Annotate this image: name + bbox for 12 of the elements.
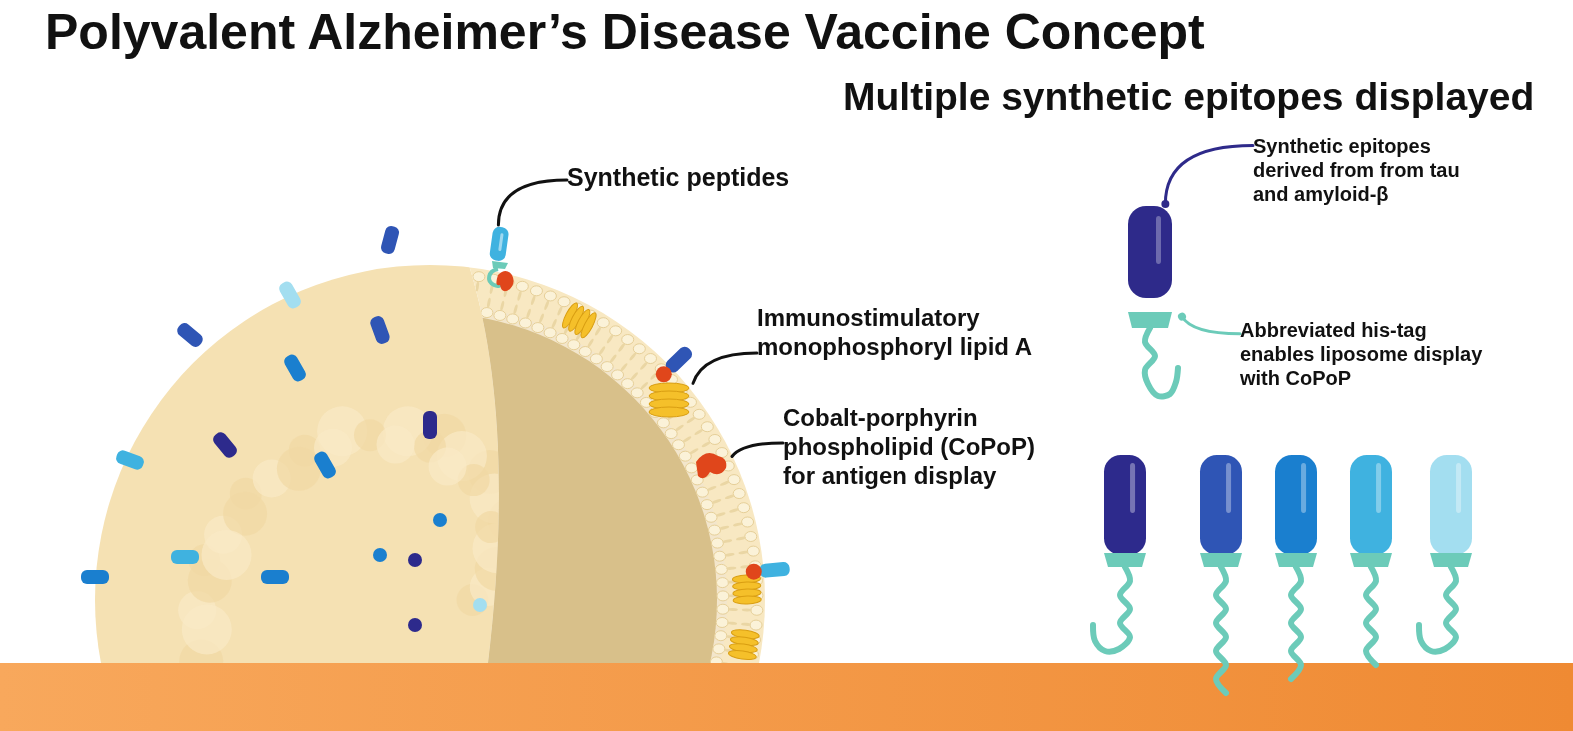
callout-label: Synthetic epitopes derived from from tau and amyloid-β (1253, 134, 1498, 206)
callout-label: Cobalt-porphyrin phospholipid (CoPoP) for antigen display (783, 404, 1053, 491)
leader-line (730, 441, 785, 458)
title: Polyvalent Alzheimer’s Disease Vaccine Concept (45, 3, 1205, 62)
leader-line (496, 178, 569, 227)
section-heading: Multiple synthetic epitopes displayed (843, 74, 1535, 120)
callout-label: Abbreviated his-tag enables liposome display with CoPoP (1240, 318, 1502, 390)
leader-line (1161, 144, 1255, 208)
callout-label: Immunostimulatory monophosphoryl lipid A (757, 304, 1047, 362)
leader-line (691, 351, 759, 385)
leader-line (1178, 312, 1242, 336)
callout-label: Synthetic peptides (567, 162, 847, 192)
